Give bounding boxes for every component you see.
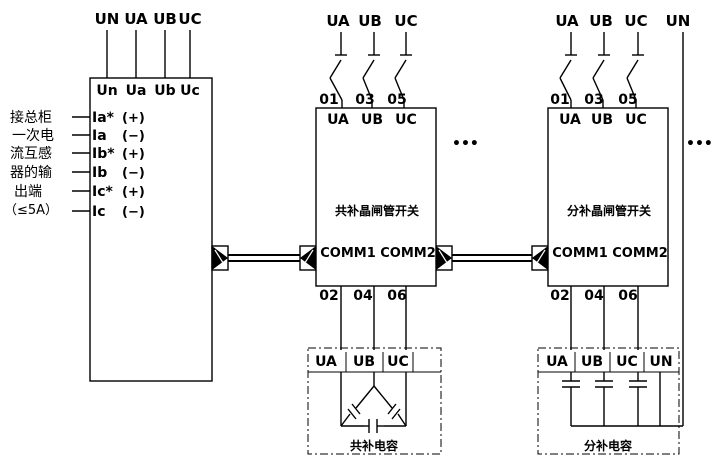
common-switch-box [315,107,437,287]
split-supply-un: UN [666,12,691,30]
split-cap-ub: UB [581,354,603,370]
common-pin-01: 01 [319,92,338,108]
split-capacitor: UA UB UC UN 分补电容 [537,347,680,455]
common-phase-ua: UA [327,112,349,128]
split-pin-05: 05 [618,92,637,108]
meter-ia-minus: Ia [92,128,107,144]
common-switch: UA UB UC 01 03 05 UA UB UC 共补晶闸管开关 COMM1… [315,12,479,350]
split-cap-ua: UA [546,354,568,370]
common-ellipsis: ••• [452,136,479,152]
meter-ib-plus: Ib* [92,146,115,162]
meter-box [89,77,213,382]
meter-top-terminal-ua: UA [124,10,148,28]
split-ellipsis: ••• [686,136,713,152]
meter-inner-un: Un [96,83,117,99]
common-cap-ua: UA [315,354,337,370]
common-supply-uc: UC [394,12,417,30]
meter-ia-plus: Ia* [92,110,115,126]
split-pin-06: 06 [618,288,637,304]
common-supply-ua: UA [326,12,350,30]
ct-note-line-2: 一次电 [12,128,54,144]
split-phase-uc: UC [625,112,647,128]
common-cap-ub: UB [353,354,375,370]
split-supply-ua: UA [555,12,579,30]
split-pin-04: 04 [584,288,604,304]
meter-polarity-2: (−) [122,129,145,144]
split-switch-box [547,107,669,287]
split-pin-01: 01 [550,92,569,108]
split-phase-ub: UB [591,112,613,128]
split-cap-title: 分补电容 [584,438,632,453]
common-switch-title: 共补晶闸管开关 [335,203,419,218]
common-pin-05: 05 [387,92,406,108]
common-phase-ub: UB [361,112,383,128]
meter-polarity-6: (−) [122,205,145,220]
common-pin-03: 03 [355,92,374,108]
ct-note-line-1: 接总柜 [10,109,52,126]
common-supply-ub: UB [358,12,382,30]
meter-polarity-5: (+) [122,185,145,200]
common-comm2: COMM2 [380,246,436,261]
split-switch-title: 分补晶闸管开关 [567,203,651,218]
ct-note-line-3: 流互感 [10,145,52,162]
common-pin-02: 02 [319,288,338,304]
split-phase-ua: UA [559,112,581,128]
meter-ic-minus: Ic [92,204,106,220]
common-pin-04: 04 [353,288,373,304]
split-cap-un: UN [649,354,672,370]
meter-top-terminal-uc: UC [178,10,201,28]
meter-inner-ub: Ub [154,83,175,99]
common-comm1: COMM1 [320,246,376,261]
meter-inner-uc: Uc [180,83,200,99]
split-supply-uc: UC [624,12,647,30]
meter-inner-ua: Ua [126,83,147,99]
meter-ic-plus: Ic* [92,184,114,200]
ct-note-line-4: 器的输 [10,165,52,181]
meter-polarity-1: (+) [122,111,145,126]
ct-note-line-5: 出端 [14,184,42,200]
split-comm1: COMM1 [552,246,608,261]
meter-unit: UN UA UB UC Un Ua Ub Uc Ia* Ia Ib* Ib Ic… [4,10,213,382]
meter-polarity-3: (+) [122,147,145,162]
split-cap-uc: UC [616,354,638,370]
comm-link-2 [435,245,549,271]
meter-polarity-4: (−) [122,166,145,181]
common-cap-title: 共补电容 [350,438,398,453]
common-capacitor: UA UB UC 共补电容 [307,347,442,455]
meter-top-terminal-un: UN [95,10,120,28]
split-switch: UA UB UC UN 01 03 05 UA UB UC 分补晶闸管开关 CO… [547,12,713,427]
split-comm2: COMM2 [612,246,668,261]
meter-top-terminal-ub: UB [153,10,177,28]
split-pin-02: 02 [550,288,569,304]
split-supply-ub: UB [589,12,613,30]
comm-link-1 [211,245,317,271]
common-phase-uc: UC [395,112,417,128]
split-pin-03: 03 [584,92,603,108]
common-cap-uc: UC [387,354,409,370]
meter-ib-minus: Ib [92,165,107,181]
common-pin-06: 06 [387,288,406,304]
ct-note-line-6: （≤5A） [4,203,58,218]
